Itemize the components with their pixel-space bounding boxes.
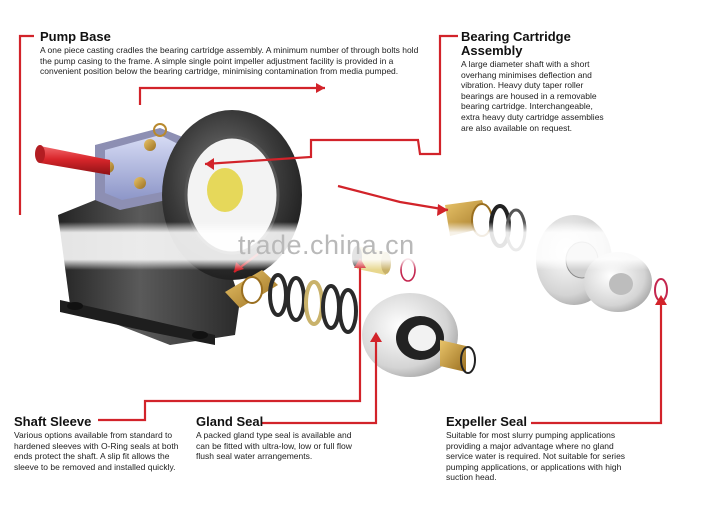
- watermark-text: trade.china.cn: [238, 230, 415, 260]
- leader-gland-seal: [262, 338, 378, 425]
- watermark-band: trade.china.cn: [0, 222, 710, 270]
- callout-text: A packed gland type seal is available an…: [196, 430, 352, 462]
- gland-seal-parts: [225, 270, 358, 334]
- leader-shaft-sleeve: [98, 263, 362, 422]
- callout-shaft-sleeve: Shaft Sleeve Various options available f…: [14, 415, 190, 472]
- callout-title: Bearing Cartridge Assembly: [461, 29, 571, 58]
- leader-pump-base-inner: [138, 86, 325, 105]
- callout-pump-base: Pump Base A one piece casting cradles th…: [40, 30, 420, 77]
- leader-expeller-seal: [531, 300, 663, 425]
- leader-bearing-cartridge: [204, 34, 458, 166]
- callout-text: Various options available from standard …: [14, 430, 179, 472]
- callout-title: Pump Base: [40, 29, 111, 44]
- callout-text: A one piece casting cradles the bearing …: [40, 45, 419, 77]
- callout-title: Gland Seal: [196, 414, 264, 429]
- callout-text: A large diameter shaft with a short over…: [461, 59, 604, 133]
- leader-lines: [18, 34, 663, 425]
- callout-text: Suitable for most slurry pumping applica…: [446, 430, 626, 483]
- callout-gland-seal: Gland Seal A packed gland type seal is a…: [196, 415, 356, 462]
- callout-expeller-seal: Expeller Seal Suitable for most slurry p…: [446, 415, 626, 483]
- stuffing-box: [362, 293, 476, 377]
- callout-title: Expeller Seal: [446, 414, 527, 429]
- leader-pump-base: [18, 34, 34, 215]
- callout-bearing-cartridge: Bearing Cartridge Assembly A large diame…: [461, 30, 611, 133]
- leader-bearing-to-cartridge: [337, 184, 449, 212]
- callout-title: Shaft Sleeve: [14, 414, 92, 429]
